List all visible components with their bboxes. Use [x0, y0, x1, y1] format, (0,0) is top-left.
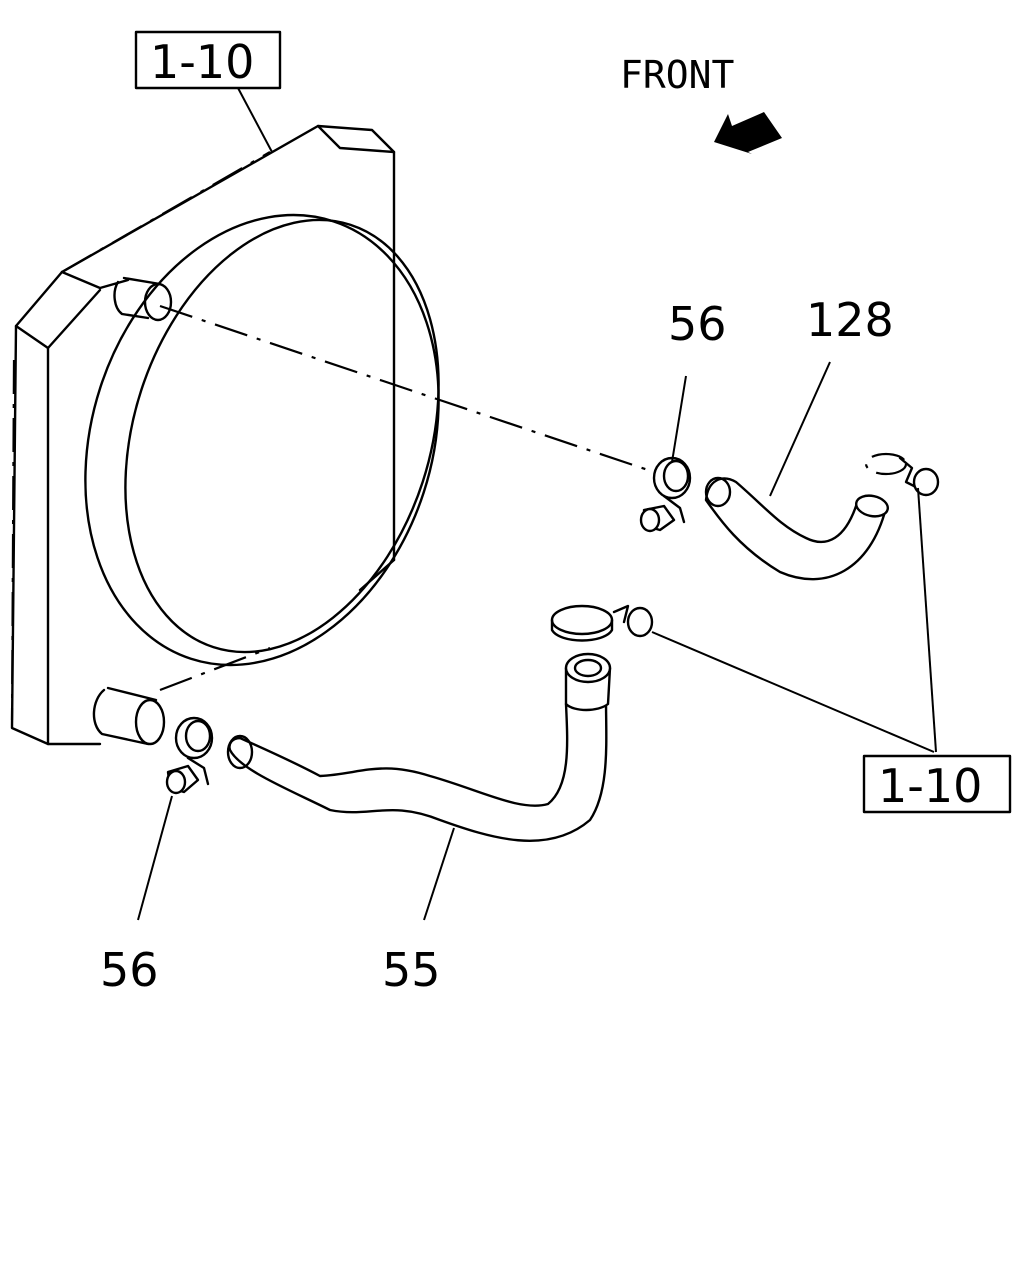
hose-lower [226, 652, 612, 842]
leader-hose-lower [423, 827, 455, 921]
clamp-lower-right [550, 604, 654, 642]
callout-clamp-lower: 56 [100, 943, 159, 997]
assembly-line-right-2 [917, 487, 937, 753]
leader-hose-upper [769, 361, 831, 497]
front-arrow-icon [714, 112, 782, 154]
ref-box-top: 1-10 [134, 30, 282, 153]
clamp-upper [639, 456, 692, 533]
clamp-lower-left [165, 716, 214, 795]
assembly-line-upper [159, 304, 649, 472]
leader-clamp-upper [671, 375, 687, 463]
assembly-line-right [651, 631, 935, 753]
front-label: FRONT [620, 53, 734, 97]
callout-clamp-upper: 56 [668, 297, 727, 351]
callout-hose-lower: 55 [382, 943, 441, 997]
leader-clamp-lower [137, 795, 173, 921]
ref-box-bottom: 1-10 [862, 754, 1012, 814]
hose-upper [704, 476, 889, 581]
ref-top-label: 1-10 [150, 35, 254, 89]
clamp-upper-right [864, 452, 940, 497]
ref-bottom-label: 1-10 [878, 759, 982, 813]
callout-hose-upper: 128 [806, 293, 894, 347]
radiator-shroud [10, 124, 440, 746]
